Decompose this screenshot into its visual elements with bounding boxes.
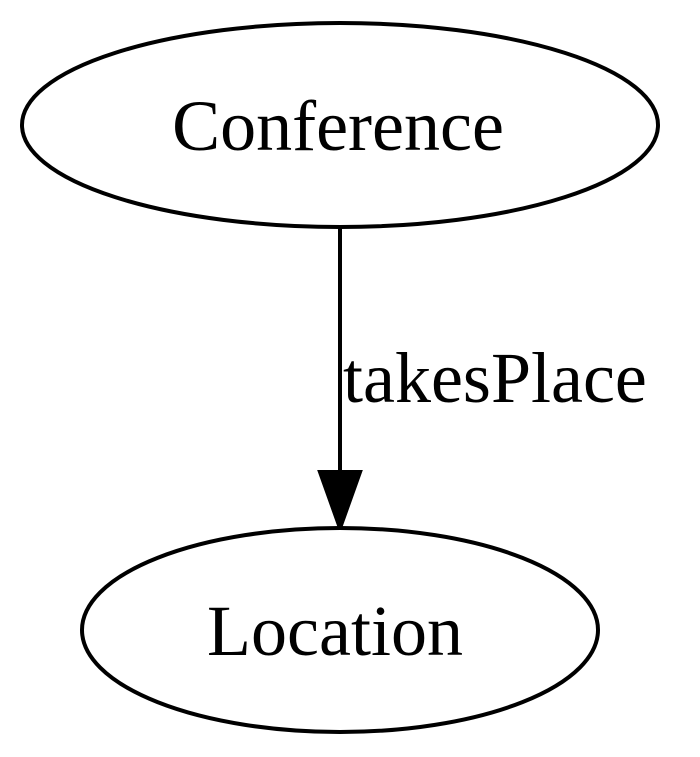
edge-takes-place: takesPlace [317,228,647,534]
edge-takes-place-arrowhead [317,470,363,534]
node-conference[interactable]: Conference [20,21,660,229]
node-location[interactable]: Location [80,526,600,734]
node-location-shape [80,526,600,734]
node-conference-shape [20,21,660,229]
node-conference-label: Conference [172,86,504,166]
edge-takes-place-label: takesPlace [343,338,647,418]
node-location-label: Location [207,591,463,671]
